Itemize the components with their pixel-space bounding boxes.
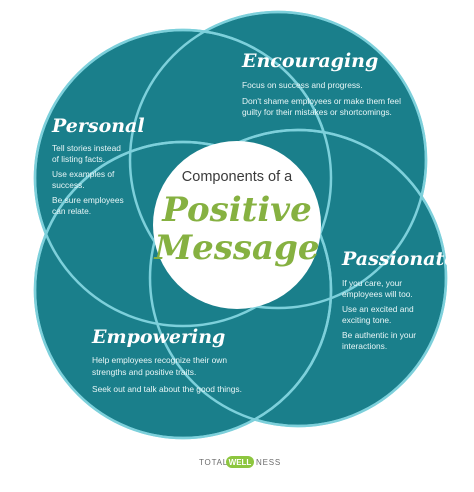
empowering-title: Empowering <box>91 326 225 348</box>
svg-text:Don't shame employees or make: Don't shame employees or make them feel <box>242 96 401 106</box>
svg-text:strengths and positive traits.: strengths and positive traits. <box>92 367 196 377</box>
personal-text: Tell stories instead of listing facts. U… <box>52 143 124 216</box>
svg-text:Help employees recognize their: Help employees recognize their own <box>92 355 227 365</box>
svg-text:employees will too.: employees will too. <box>342 289 413 299</box>
svg-text:Be authentic in your: Be authentic in your <box>342 330 416 340</box>
personal-title: Personal <box>51 115 145 137</box>
svg-text:can relate.: can relate. <box>52 206 91 216</box>
encouraging-text: Focus on success and progress. Don't sha… <box>242 80 401 117</box>
svg-text:Seek out and talk about the go: Seek out and talk about the good things. <box>92 384 242 394</box>
logo-well-box <box>226 456 254 468</box>
center-subtitle: Components of a <box>182 169 293 185</box>
svg-text:Use an excited and: Use an excited and <box>342 304 414 314</box>
empowering-text: Help employees recognize their own stren… <box>92 355 242 394</box>
logo-text-total: TOTAL <box>199 458 228 467</box>
svg-text:interactions.: interactions. <box>342 341 387 351</box>
svg-text:guilty for their mistakes or s: guilty for their mistakes or shortcoming… <box>242 107 392 117</box>
circle-outlines <box>33 10 448 440</box>
svg-text:If you care, your: If you care, your <box>342 278 402 288</box>
passionate-text: If you care, your employees will too. Us… <box>342 278 416 351</box>
logo-text-ness: NESS <box>256 458 281 467</box>
svg-text:Tell stories instead: Tell stories instead <box>52 143 121 153</box>
svg-text:success.: success. <box>52 180 85 190</box>
svg-text:of listing facts.: of listing facts. <box>52 154 105 164</box>
svg-text:Focus on success and progress.: Focus on success and progress. <box>242 80 363 90</box>
center-title-line1: Positive <box>161 190 311 230</box>
svg-text:Be sure employees: Be sure employees <box>52 195 124 205</box>
logo-text-well: WELL <box>229 458 252 467</box>
center-circle <box>153 141 321 309</box>
totalwellness-logo: TOTAL WELL NESS <box>199 456 281 468</box>
svg-text:exciting tone.: exciting tone. <box>342 315 391 325</box>
svg-text:Use examples of: Use examples of <box>52 169 115 179</box>
center-title-line2: Message <box>154 228 320 268</box>
encouraging-title: Encouraging <box>241 50 378 72</box>
passionate-title: Passionate <box>341 248 456 270</box>
